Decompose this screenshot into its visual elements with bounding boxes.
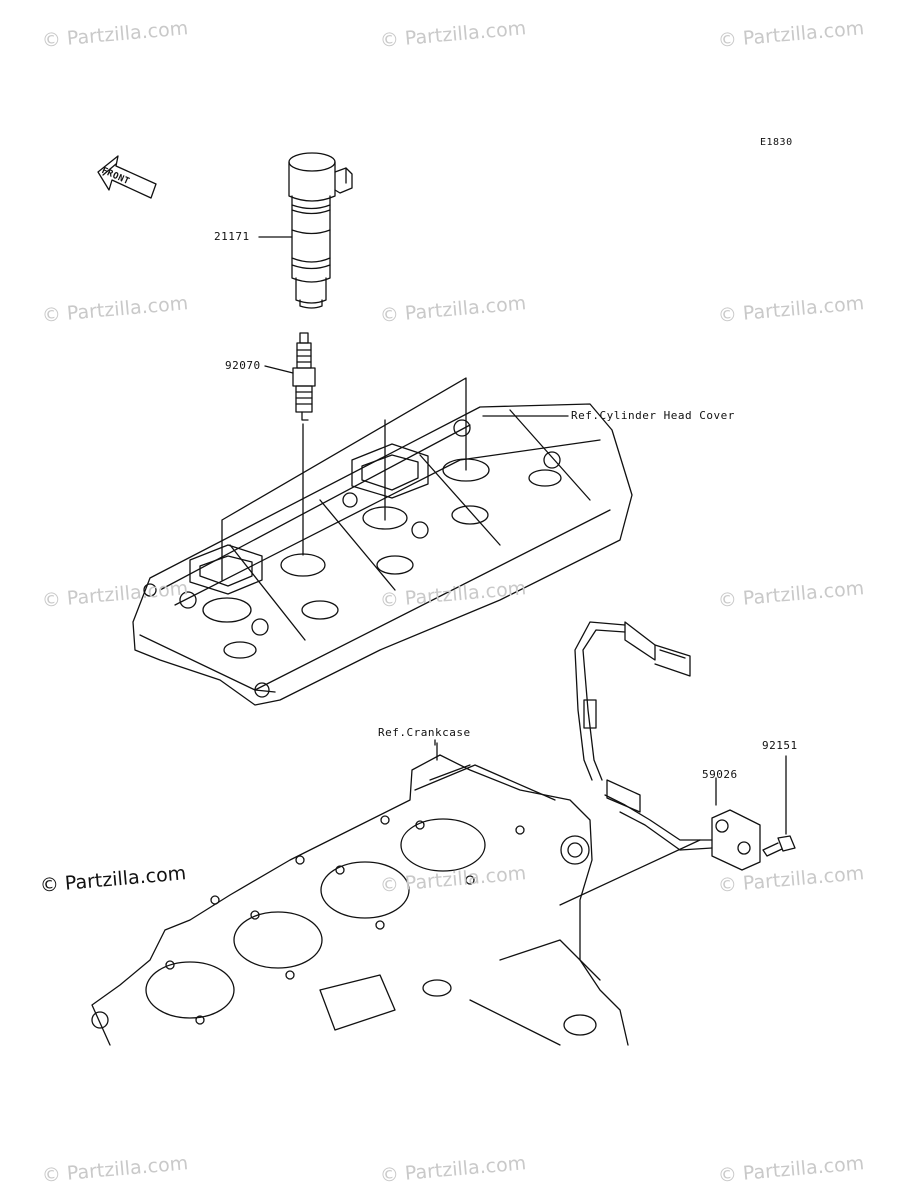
pickup-sensor <box>574 621 761 871</box>
ref-crankcase: Ref.Crankcase <box>378 726 471 739</box>
diagram-code: E1830 <box>760 137 793 148</box>
front-arrow-icon <box>97 155 157 199</box>
ref-line-sensor <box>559 839 701 906</box>
cylinder-head-cover <box>132 403 633 706</box>
ignition-coil <box>288 152 353 309</box>
spark-plug <box>292 332 316 421</box>
ref-lines-cover <box>221 377 467 581</box>
part-number-92070: 92070 <box>225 359 261 372</box>
part-number-92151: 92151 <box>762 739 798 752</box>
bolt <box>762 835 796 857</box>
leader-92070 <box>264 365 294 374</box>
crankcase <box>91 754 629 1046</box>
part-number-59026: 59026 <box>702 768 738 781</box>
part-number-21171: 21171 <box>214 230 250 243</box>
ref-cylinder-head-cover: Ref.Cylinder Head Cover <box>571 409 735 422</box>
